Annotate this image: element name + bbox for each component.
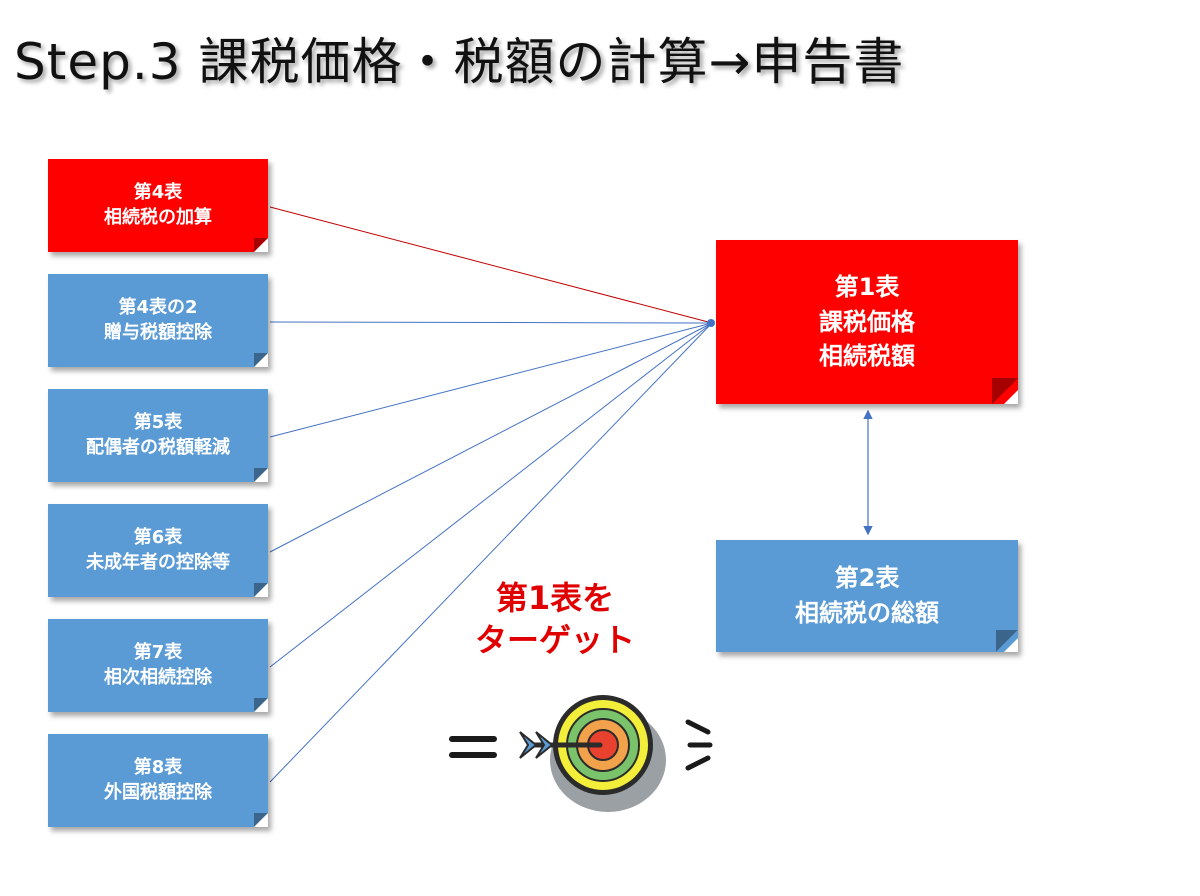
note-table-2: 第2表 相続税の総額	[716, 540, 1018, 652]
note-subtitle: 相次相続控除	[104, 666, 212, 688]
note-table-4: 第4表 相続税の加算	[48, 159, 268, 252]
note-table-7: 第7表 相次相続控除	[48, 619, 268, 712]
note-table-6: 第6表 未成年者の控除等	[48, 504, 268, 597]
note-subtitle: 相続税の加算	[104, 206, 212, 228]
connector-8	[269, 322, 713, 783]
note-subtitle: 相続税の総額	[795, 599, 939, 627]
note-subtitle: 配偶者の税額軽減	[86, 436, 230, 458]
target-label-line2: ターゲット	[474, 620, 635, 659]
note-title: 第4表の2	[118, 297, 198, 319]
target-with-arrow-icon	[449, 695, 713, 812]
note-title: 第7表	[133, 642, 183, 664]
connector-5	[269, 322, 713, 438]
target-label-line1: 第1表を	[495, 579, 615, 617]
note-table-8: 第8表 外国税額控除	[48, 734, 268, 827]
note-subtitle: 贈与税額控除	[104, 321, 212, 343]
connector-7	[269, 322, 713, 668]
note-title: 第1表	[834, 272, 900, 301]
note-subtitle: 外国税額控除	[104, 781, 212, 803]
note-subtitle: 課税価格	[819, 307, 915, 336]
note-title: 第6表	[133, 527, 183, 549]
target-label: 第1表を ターゲット	[470, 578, 640, 661]
connector-4	[269, 206, 713, 324]
connector-6	[269, 322, 713, 553]
note-subtitle-2: 相続税額	[819, 342, 915, 371]
note-title: 第5表	[133, 412, 183, 434]
note-title: 第8表	[133, 757, 183, 779]
note-subtitle: 未成年者の控除等	[86, 551, 230, 573]
note-title: 第4表	[133, 182, 183, 204]
note-table-1: 第1表 課税価格 相続税額	[716, 240, 1018, 404]
note-title: 第2表	[834, 564, 900, 593]
connector-4-2	[269, 321, 713, 324]
page-title: Step.3 課税価格・税額の計算→申告書	[14, 33, 905, 91]
note-table-4-2: 第4表の2 贈与税額控除	[48, 274, 268, 367]
note-table-5: 第5表 配偶者の税額軽減	[48, 389, 268, 482]
